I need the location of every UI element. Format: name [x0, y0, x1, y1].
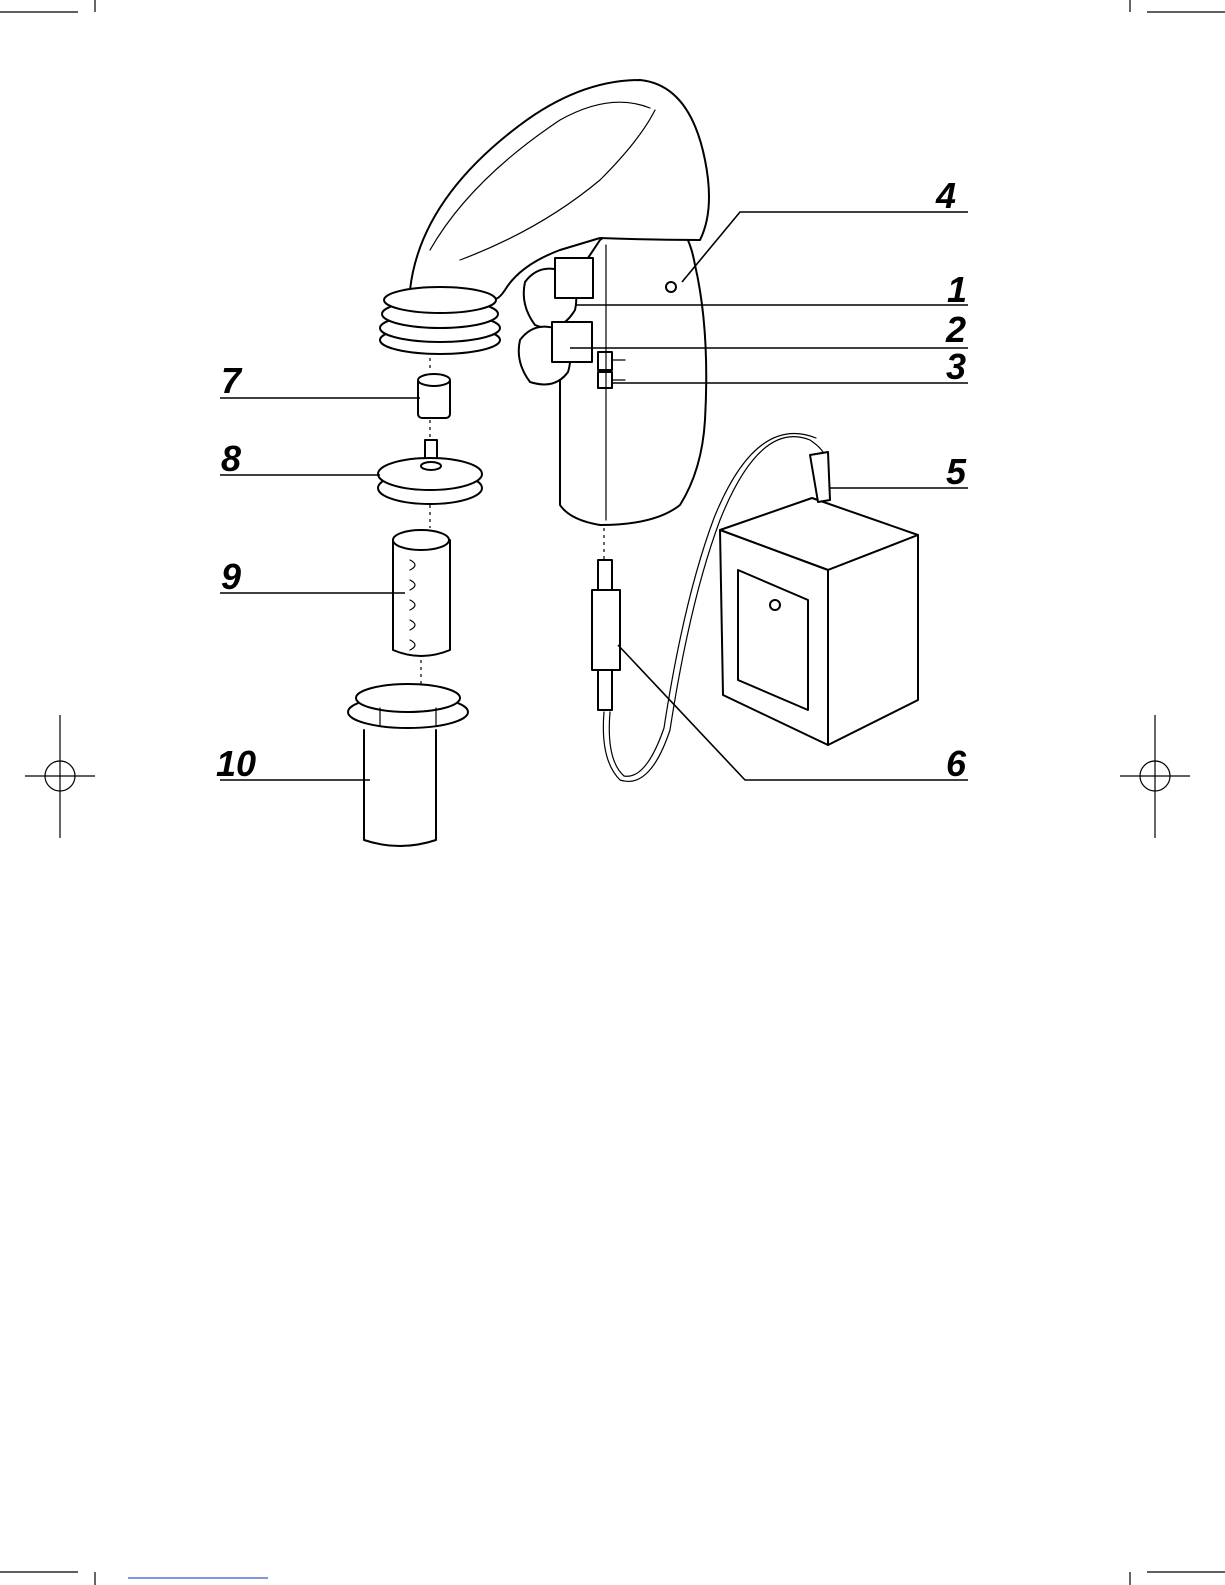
part-8-filter [378, 440, 482, 528]
callout-4: 4 [935, 175, 956, 216]
callout-7: 7 [221, 360, 243, 401]
part-10-base [348, 684, 468, 846]
callout-3: 3 [946, 346, 966, 387]
part-7-adapter [418, 358, 450, 438]
part-9-holder [393, 530, 450, 690]
registration-mark-right [1120, 715, 1190, 838]
leader-4 [682, 212, 968, 282]
callout-9: 9 [221, 556, 241, 597]
part-5-power-supply [720, 452, 918, 745]
callout-8: 8 [221, 438, 241, 479]
callout-1: 1 [947, 269, 967, 310]
callout-6: 6 [946, 743, 967, 784]
callout-5: 5 [946, 451, 967, 492]
callout-2: 2 [945, 309, 966, 350]
registration-mark-left [25, 715, 95, 838]
callout-10: 10 [216, 743, 256, 784]
